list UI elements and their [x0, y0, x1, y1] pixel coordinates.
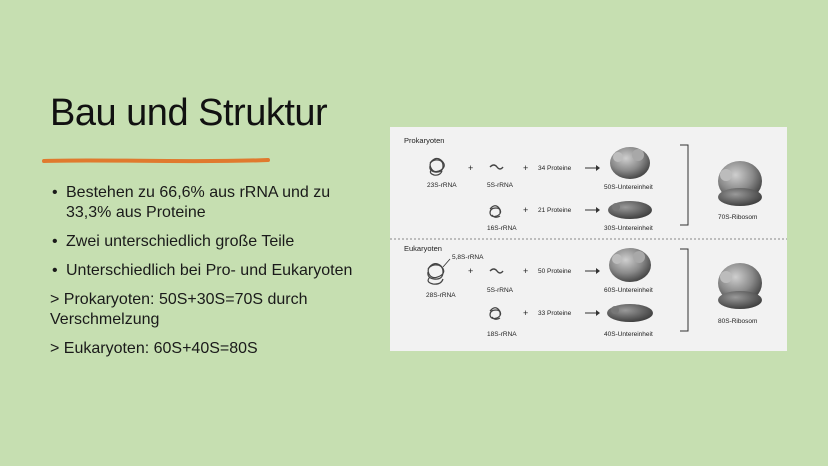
note-prokaryoten: > Prokaryoten: 50S+30S=70S durch Verschm… — [50, 291, 308, 328]
bracket-prok — [680, 144, 689, 226]
slide-title: Bau und Struktur — [50, 92, 328, 134]
label-5-8s-rrna: 5,8S-rRNA — [452, 254, 484, 261]
plus-sign: + — [523, 205, 528, 215]
arrow-icon — [585, 310, 600, 316]
plus-sign: + — [523, 163, 528, 173]
label-50-proteine: 50 Proteine — [538, 268, 572, 275]
note-eukaryoten: > Eukaryoten: 60S+40S=80S — [50, 340, 258, 357]
label-50s-untereinheit: 50S-Untereinheit — [604, 184, 653, 191]
arrow-icon — [585, 268, 600, 274]
bullet-text: Unterschiedlich bei Pro- und Eukaryoten — [66, 262, 353, 279]
label-34-proteine: 34 Proteine — [538, 165, 572, 172]
label-30s-untereinheit: 30S-Untereinheit — [604, 225, 653, 232]
bullet-text: Zwei unterschiedlich große Teile — [66, 233, 295, 250]
label-80s-ribosom: 80S-Ribosom — [718, 318, 757, 325]
plus-sign: + — [468, 163, 473, 173]
subunit-40s-icon — [607, 304, 653, 322]
plus-sign: + — [523, 308, 528, 318]
label-28s-rrna: 28S-rRNA — [426, 292, 456, 299]
label-5s-rrna: 5S-rRNA — [487, 287, 514, 294]
label-33-proteine: 33 Proteine — [538, 310, 572, 317]
section-label-eukaryoten: Eukaryoten — [404, 244, 442, 253]
label-16s-rrna: 16S-rRNA — [487, 225, 517, 232]
ribosome-80s-icon — [718, 263, 762, 309]
label-23s-rrna: 23S-rRNA — [427, 182, 457, 189]
rrna-28s-icon — [427, 263, 445, 285]
plus-sign: + — [523, 266, 528, 276]
bullet-text: Bestehen zu 66,6% aus rRNA und zu 33,3% … — [66, 184, 331, 221]
bullet-list: • Bestehen zu 66,6% aus rRNA und zu 33,3%… — [50, 183, 370, 368]
label-5s-rrna: 5S-rRNA — [487, 182, 514, 189]
label-60s-untereinheit: 60S-Untereinheit — [604, 287, 653, 294]
arrow-icon — [585, 165, 600, 171]
label-21-proteine: 21 Proteine — [538, 207, 572, 214]
section-label-prokaryoten: Prokaryoten — [404, 136, 444, 145]
rrna-18s-icon — [489, 307, 502, 320]
subunit-50s-icon — [610, 147, 650, 179]
bullet-dot: • — [52, 233, 58, 250]
bullet-item: • Unterschiedlich bei Pro- und Eukaryoten — [50, 261, 370, 281]
label-18s-rrna: 18S-rRNA — [487, 331, 517, 338]
bullet-item: • Bestehen zu 66,6% aus rRNA und zu 33,3%… — [50, 183, 370, 223]
arrow-icon — [585, 207, 600, 213]
rrna-5s-icon — [489, 268, 504, 274]
bullet-dot: • — [52, 184, 58, 201]
bullet-item: • Zwei unterschiedlich große Teile — [50, 232, 370, 252]
bullet-dot: • — [52, 262, 58, 279]
rrna-5s-icon — [489, 164, 504, 170]
rrna-23s-icon — [429, 157, 445, 176]
subunit-30s-icon — [608, 201, 652, 219]
title-underline — [42, 158, 270, 164]
ribosome-diagram: Prokaryoten 23S-rRNA + 5S-rRNA + 34 Prot… — [390, 136, 787, 338]
subunit-60s-icon — [609, 248, 651, 282]
label-70s-ribosom: 70S-Ribosom — [718, 214, 757, 221]
bracket-euk — [680, 248, 689, 332]
label-40s-untereinheit: 40S-Untereinheit — [604, 331, 653, 338]
rrna-16s-icon — [489, 205, 502, 218]
plus-sign: + — [468, 266, 473, 276]
ribosome-70s-icon — [718, 161, 762, 206]
pointer-line — [442, 258, 451, 268]
ribosome-figure: Prokaryoten 23S-rRNA + 5S-rRNA + 34 Prot… — [390, 127, 787, 351]
